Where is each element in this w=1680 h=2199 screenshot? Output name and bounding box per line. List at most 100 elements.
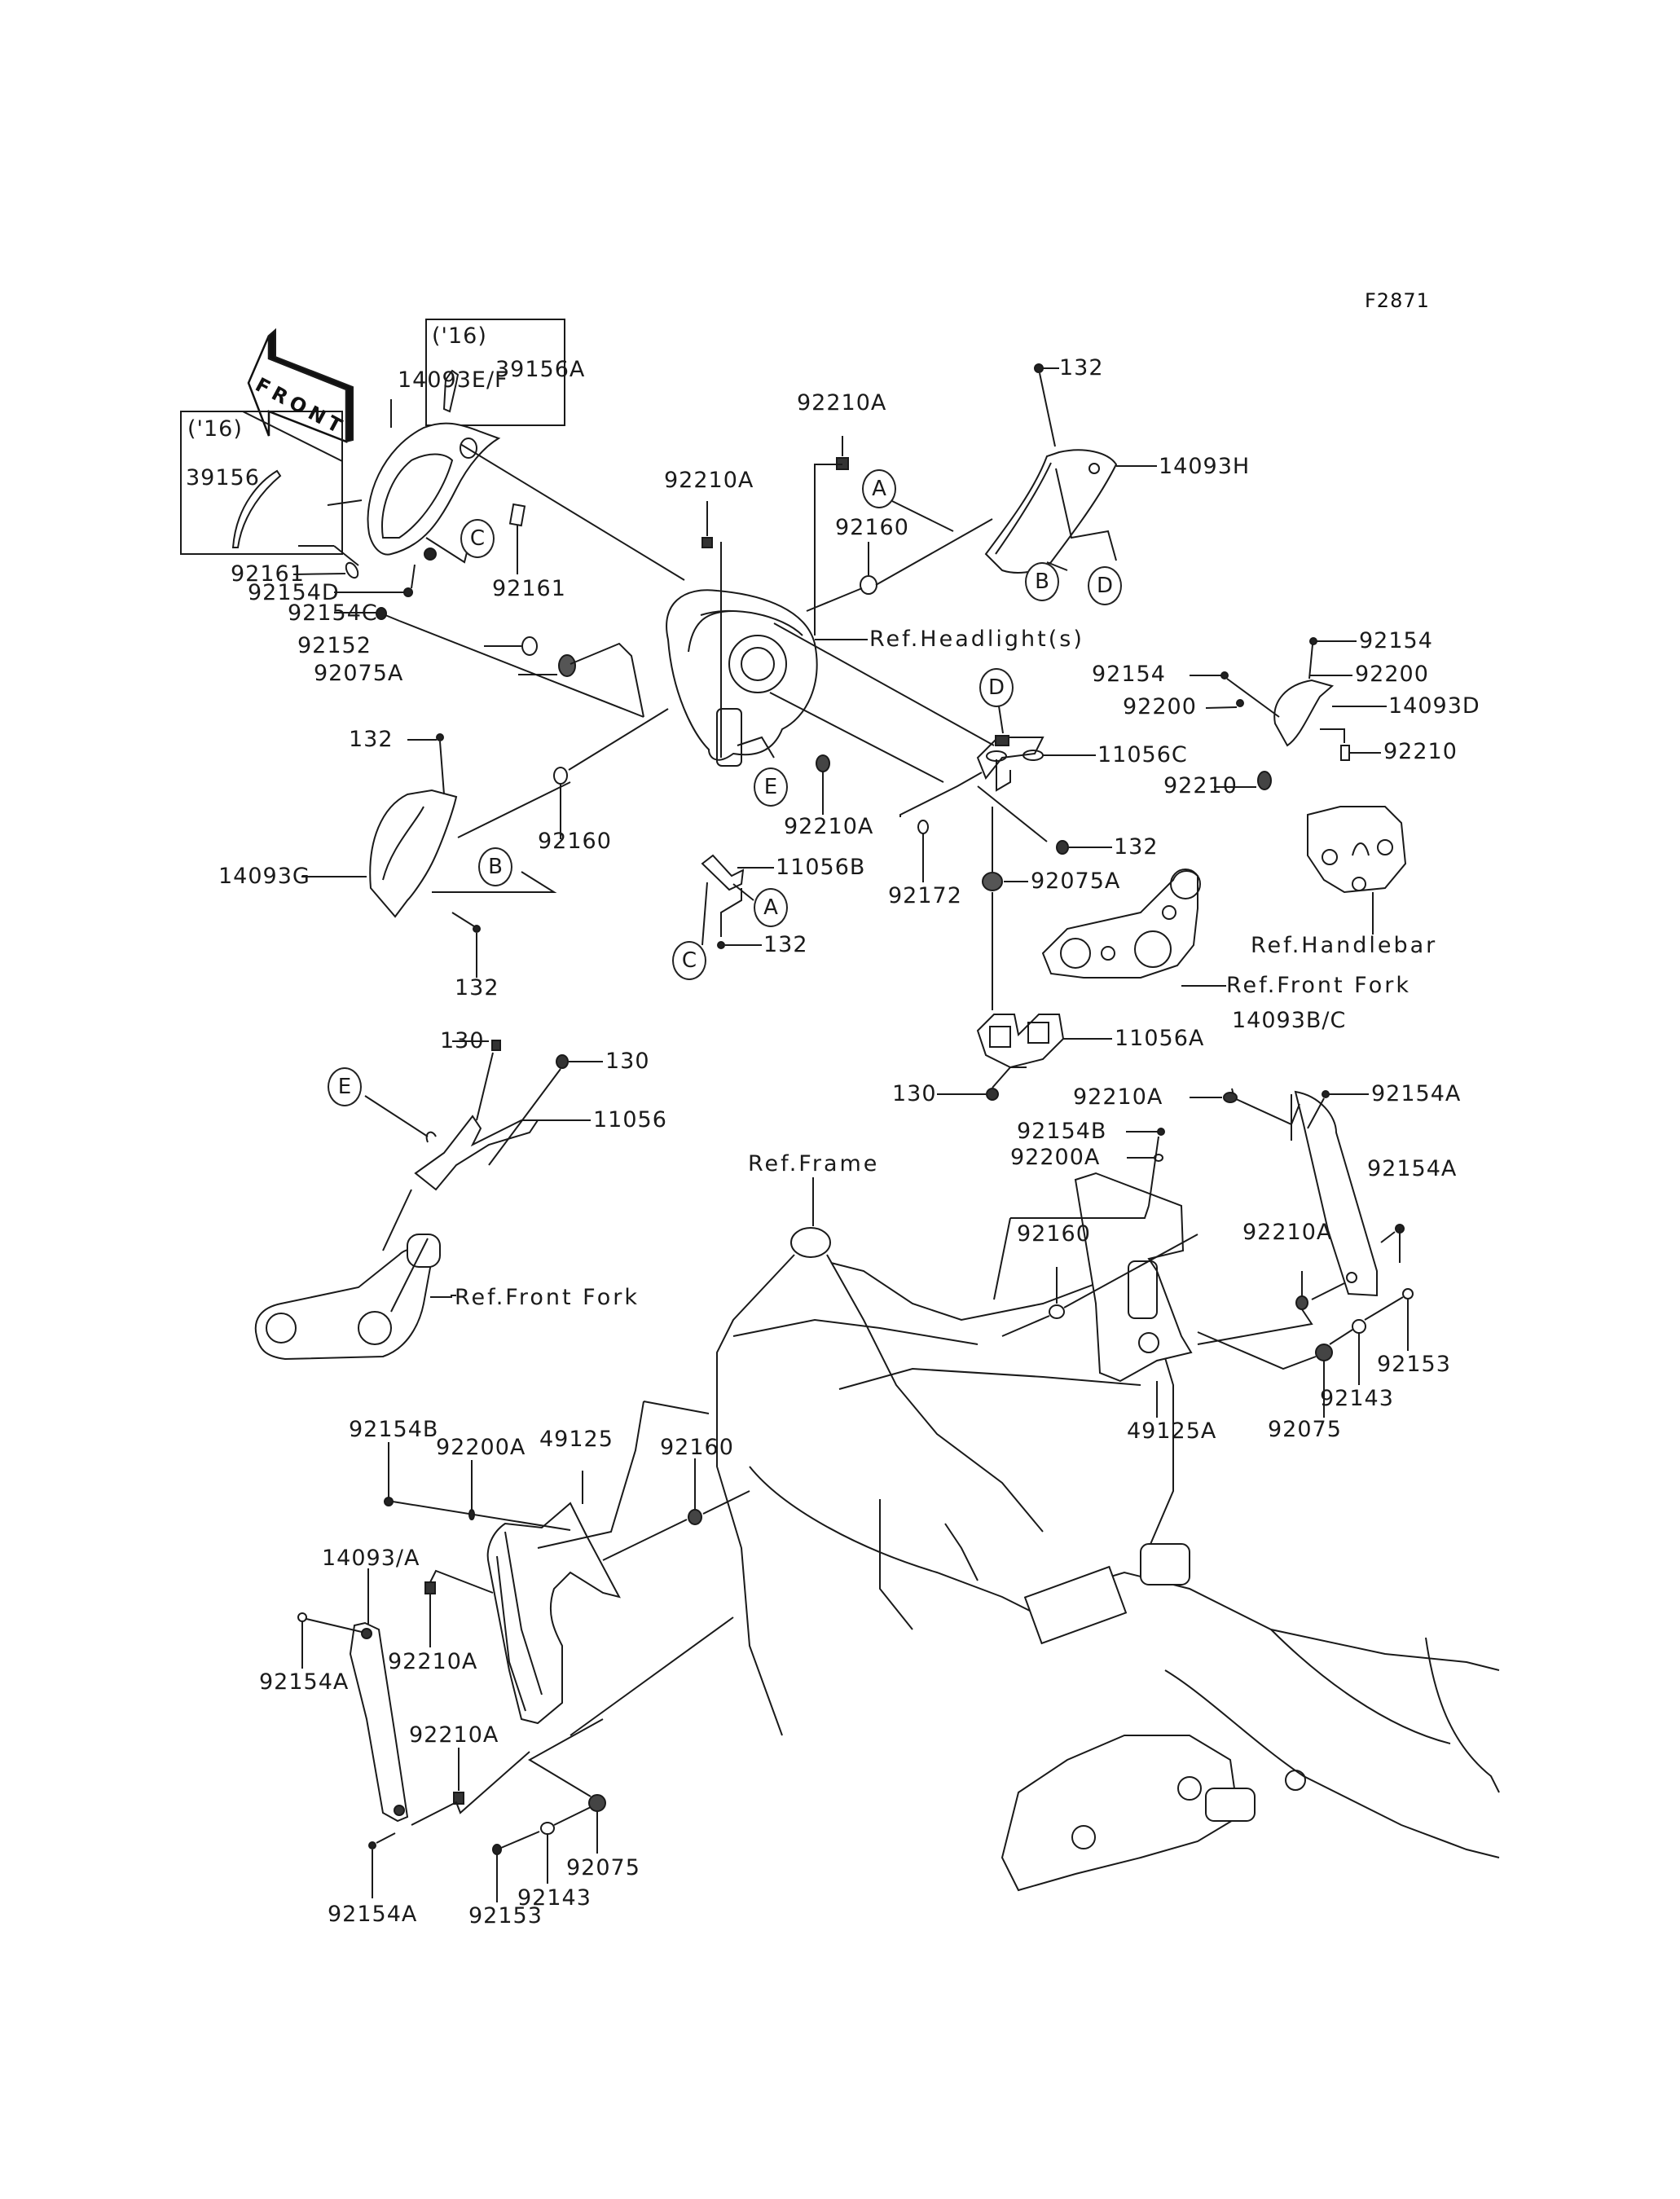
ref-front-fork-label-upper: Ref.Front Fork [1226,973,1411,998]
label-130-left-a: 130 [440,1028,485,1053]
label-132-top: 132 [1059,355,1104,380]
part-14093BC-cover [1295,1092,1377,1295]
label-92075A-center: 92075A [1031,869,1121,894]
label-92160-left: 92160 [538,829,612,854]
part-14093H-cover [986,450,1116,573]
ref-handlebar-label: Ref.Handlebar [1251,933,1438,958]
ref-frame-label: Ref.Frame [748,1151,880,1176]
label-132-bottom-left: 132 [455,975,499,1001]
label-92210-left: 92210 [1163,773,1238,798]
label-92154A-upper-right: 92154A [1371,1081,1462,1106]
label-92154-right-left: 92154 [1092,662,1166,687]
label-92210A-under-headlight: 92210A [784,814,874,839]
ref-front-fork-label-lower: Ref.Front Fork [455,1285,640,1310]
label-132-left: 132 [349,727,394,752]
part-11056B-bracket [702,855,743,890]
fasteners-left-group [334,608,644,717]
label-92160-right: 92160 [1017,1221,1091,1247]
label-92210A-lower-left-a: 92210A [388,1649,478,1674]
inset-box-39156 [181,411,342,554]
callout-C-mid: C [672,941,706,980]
label-92154A-lower-left-a: 92154A [259,1669,350,1695]
part-11056-bracket [416,1116,538,1190]
label-130-left-b: 130 [605,1049,650,1074]
part-14093D-cover [1274,680,1332,745]
label-130-center: 130 [892,1081,937,1106]
label-92154C: 92154C [288,600,378,626]
label-92154-right-top: 92154 [1359,628,1433,653]
label-92210A-headlight: 92210A [664,468,754,493]
callout-A-top: A [862,469,896,508]
inset-year-note-39156A: ('16) [432,323,487,349]
label-92161-right: 92161 [492,576,566,601]
label-39156A: 39156A [495,357,586,382]
headlight-assembly [666,590,817,766]
label-14093G: 14093G [218,864,310,889]
label-132-mid: 132 [1114,834,1159,860]
part-39156-strip [233,471,280,548]
callout-D-top: D [1088,566,1122,605]
label-92210-right: 92210 [1383,739,1458,764]
callout-B-left: B [478,847,512,886]
label-49125A: 49125A [1127,1418,1217,1444]
label-92200-right-top: 92200 [1355,662,1429,687]
label-92200A-right: 92200A [1010,1145,1101,1170]
label-14093D: 14093D [1388,693,1480,719]
label-92210A-lower-left-b: 92210A [409,1722,499,1748]
label-92160-lower-left: 92160 [660,1435,734,1460]
label-92153-right: 92153 [1377,1352,1451,1377]
part-14093A-cover [350,1623,407,1821]
front-arrow-icon [248,330,353,442]
figure-id: F2871 [1365,289,1430,312]
label-92210A-right: 92210A [1242,1220,1333,1245]
label-92154B-right: 92154B [1017,1119,1107,1144]
part-14093G-cover [370,790,456,917]
upper-triple-clamp [1043,869,1200,978]
label-14093BC: 14093B/C [1232,1008,1347,1033]
label-11056: 11056 [593,1107,667,1132]
label-49125: 49125 [539,1427,614,1452]
part-14093EF-cowl [368,424,499,560]
part-49125-bracket [488,1503,619,1723]
label-92075-lower: 92075 [566,1855,640,1880]
front-fork-lower-assembly [256,1234,440,1359]
label-92200-right-left: 92200 [1123,694,1197,719]
label-92075-right: 92075 [1268,1417,1342,1442]
label-92160-top: 92160 [835,515,909,540]
label-92154A-right: 92154A [1367,1156,1458,1181]
label-92154D: 92154D [248,580,340,605]
callout-E-left: E [328,1067,362,1106]
label-11056C: 11056C [1097,742,1188,767]
inset-box-39156A [426,319,565,425]
label-92210A-upper-right: 92210A [1073,1084,1163,1110]
inset-year-note-39156: ('16) [187,416,243,442]
label-92075A-left: 92075A [314,661,404,686]
part-49125A-bracket [1075,1173,1191,1381]
callout-C-top: C [460,519,495,558]
callout-E-mid: E [754,767,788,807]
label-92154B-left: 92154B [349,1417,439,1442]
label-92152: 92152 [297,633,372,658]
label-92172: 92172 [888,883,962,908]
label-92161-left: 92161 [231,561,305,587]
label-11056B: 11056B [776,855,866,880]
part-39156A-strip [444,371,458,411]
handlebar-clamp [1308,807,1405,892]
label-92210A-upper: 92210A [797,390,887,416]
label-11056A: 11056A [1115,1026,1205,1051]
main-frame [717,1228,1499,1890]
part-11056A-bracket [978,1014,1063,1067]
label-92143-lower: 92143 [517,1885,592,1911]
label-14093A: 14093/A [322,1546,420,1571]
callout-A-mid: A [754,888,788,927]
label-14093H: 14093H [1159,454,1251,479]
ref-headlight-label: Ref.Headlight(s) [869,627,1084,652]
part-11056C-bracket [978,736,1043,778]
label-92154A-lower-left-b: 92154A [328,1902,418,1927]
label-92200A-left: 92200A [436,1435,526,1460]
callout-D-mid: D [979,668,1014,707]
label-92153-lower: 92153 [468,1903,543,1929]
label-132-bottom-center: 132 [763,932,808,957]
label-92143-right: 92143 [1320,1386,1394,1411]
